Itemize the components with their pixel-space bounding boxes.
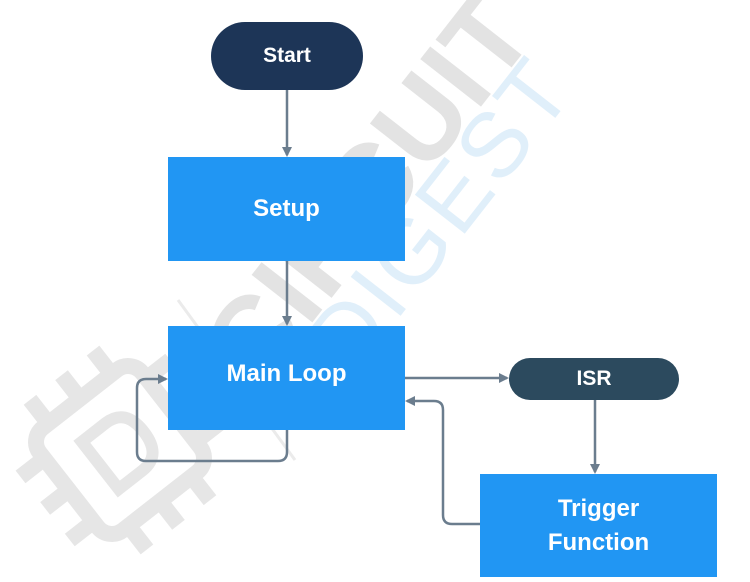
chip-icon: [15, 345, 225, 555]
setup-label: Setup: [253, 195, 320, 222]
trigger-function-label: Trigger Function: [547, 494, 650, 556]
isr-node: ISR: [509, 358, 679, 400]
setup-node: Setup: [168, 157, 405, 261]
start-node: Start: [211, 22, 363, 90]
start-label: Start: [263, 44, 311, 67]
main-loop-node: Main Loop: [168, 326, 405, 430]
trigger-function-node: Trigger Function: [480, 474, 717, 577]
arrow-trigger-to-mainloop: [405, 396, 480, 526]
isr-label: ISR: [576, 367, 612, 390]
main-loop-label: Main Loop: [226, 360, 347, 387]
arrow-mainloop-self-loop: [135, 374, 289, 463]
